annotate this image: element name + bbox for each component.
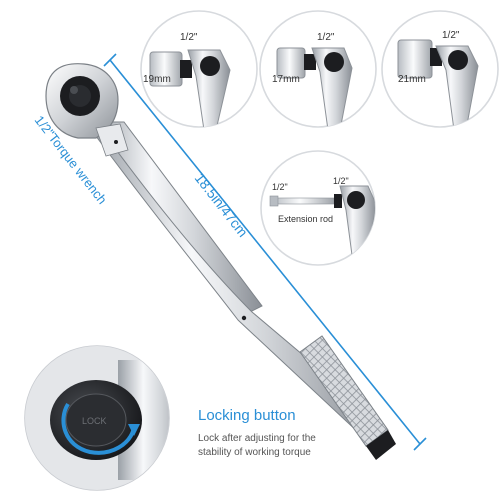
socket-3-image [397,39,433,79]
locking-button-title: Locking button [198,407,296,424]
extension-left-drive: 1/2" [272,182,288,192]
extension-right-drive: 1/2" [333,176,349,186]
socket-2-drive: 1/2" [317,32,335,43]
rotation-arrow-icon [61,402,136,455]
socket-circle-2: 1/2" 17mm [259,10,377,128]
extension-rod-circle: 1/2" 1/2" Extension rod [260,150,376,266]
length-dimension-line [103,53,427,451]
socket-circle-3: 1/2" 21mm [381,10,499,128]
socket-2-size: 17mm [272,74,300,85]
wrench-end-cap [366,430,396,460]
locking-button-closeup: LOCK [24,345,170,491]
wrench-handle-grip [299,335,389,447]
locking-button-desc-line1: Lock after adjusting for the [198,433,316,444]
locking-button-desc-line2: stability of working torque [198,447,311,458]
socket-circle-1: 1/2" 19mm [140,10,258,128]
socket-3-size: 21mm [398,74,426,85]
extension-rod-label: Extension rod [278,214,333,224]
socket-1-size: 19mm [143,74,171,85]
socket-3-drive: 1/2" [442,30,460,41]
torque-wrench [45,63,396,460]
extension-rod-image [271,197,335,205]
socket-1-drive: 1/2" [180,32,198,43]
knob-engraving: LOCK [82,416,107,426]
